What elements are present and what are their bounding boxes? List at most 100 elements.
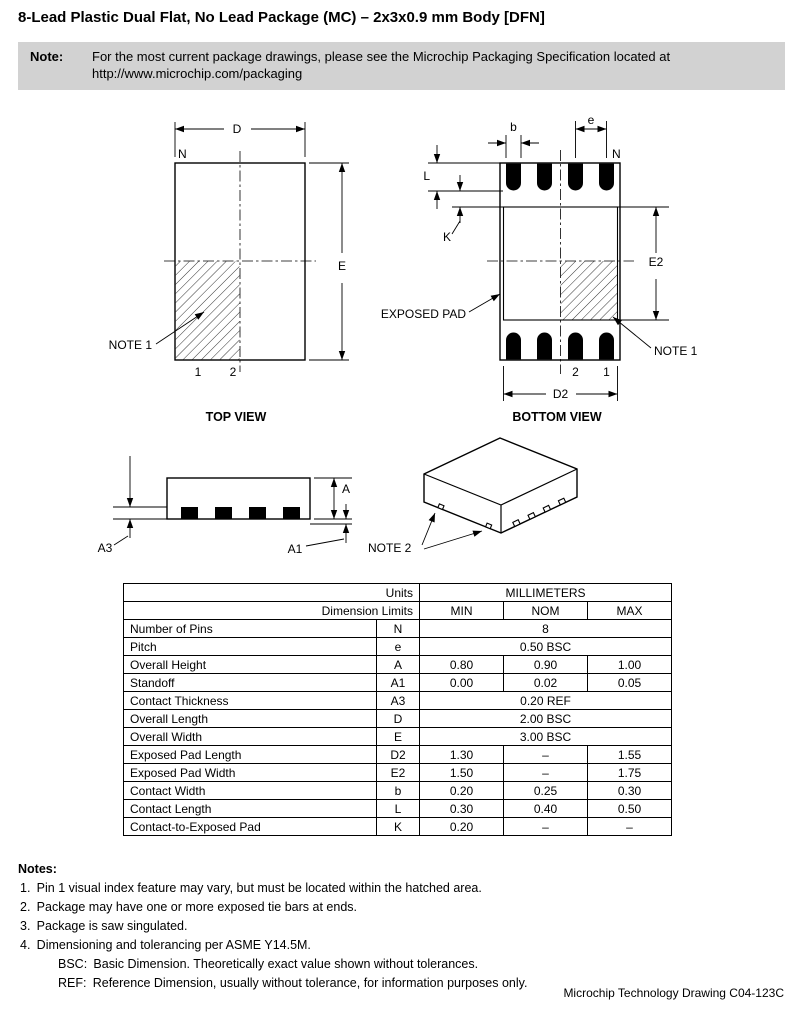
top-view-drawing: D N E NOTE 1 1 2 TOP VIEW <box>109 122 349 424</box>
dim-max-cell: – <box>587 817 672 836</box>
dim-nom-cell: – <box>503 763 588 782</box>
leader-line <box>113 535 129 546</box>
dim-value-cell: 0.50 BSC <box>419 637 672 656</box>
exposed-pad-hatched-area <box>560 261 618 320</box>
note-item: 3. Package is saw singulated. <box>20 919 188 933</box>
contact-pad <box>283 507 300 519</box>
tie-bar-mark <box>484 522 493 530</box>
pin-number-1: 1 <box>195 365 202 379</box>
dim-value-cell: 8 <box>419 619 672 638</box>
table-row: Contact Length L 0.30 0.40 0.50 <box>123 799 672 818</box>
dim-value-cell: 3.00 BSC <box>419 727 672 746</box>
header-row-units: Units MILLIMETERS <box>123 583 672 602</box>
pin-number-2: 2 <box>230 365 237 379</box>
dim-max-cell: 0.30 <box>587 781 672 800</box>
iso-contact <box>542 504 552 513</box>
contact-pad <box>215 507 232 519</box>
iso-body-edges <box>423 468 578 533</box>
table-row: Contact-to-Exposed Pad K 0.20 – – <box>123 817 672 836</box>
dim-nom-cell: – <box>503 745 588 764</box>
dim-name-cell: Contact Width <box>123 781 377 800</box>
dim-nom-cell: 0.02 <box>503 673 588 692</box>
contact-pad <box>537 163 553 191</box>
extension-line <box>617 206 669 321</box>
drawing-number: Microchip Technology Drawing C04-123C <box>563 986 784 1000</box>
extension-line <box>503 366 618 401</box>
dim-min-cell: 0.00 <box>419 673 504 692</box>
dim-symbol-cell: E <box>376 727 420 746</box>
note-label: Note: <box>30 49 64 64</box>
note2-label: NOTE 2 <box>368 541 412 555</box>
dim-symbol-cell: E2 <box>376 763 420 782</box>
note-box: Note: For the most current package drawi… <box>18 42 785 90</box>
table-row: Standoff A1 0.00 0.02 0.05 <box>123 673 672 692</box>
table-row: Overall Height A 0.80 0.90 1.00 <box>123 655 672 674</box>
dim-min-cell: 0.20 <box>419 817 504 836</box>
dim-symbol-cell: N <box>376 619 420 638</box>
note-item: 2. Package may have one or more exposed … <box>20 900 357 914</box>
table-row: Contact Thickness A3 0.20 REF <box>123 691 672 710</box>
dim-min-cell: 0.80 <box>419 655 504 674</box>
iso-contact <box>527 511 537 521</box>
note-item: 4. Dimensioning and tolerancing per ASME… <box>20 938 311 952</box>
dim-label-E2: E2 <box>649 255 664 269</box>
dim-label-A3: A3 <box>98 541 113 555</box>
iso-contact <box>557 497 567 506</box>
min-header-cell: MIN <box>419 601 504 620</box>
iso-contact <box>512 519 521 528</box>
contact-pad <box>181 507 198 519</box>
extension-line <box>428 162 503 192</box>
extension-line <box>505 135 522 158</box>
table-row: Exposed Pad Length D2 1.30 – 1.55 <box>123 745 672 764</box>
dim-label-E: E <box>338 259 346 273</box>
leader-line <box>423 530 483 550</box>
table-row: Exposed Pad Width E2 1.50 – 1.75 <box>123 763 672 782</box>
dim-label-D: D <box>233 122 242 136</box>
dim-name-cell: Overall Height <box>123 655 377 674</box>
contact-pad <box>537 332 553 360</box>
exposed-pad-label: EXPOSED PAD <box>381 307 466 321</box>
pin-number-2: 2 <box>572 365 579 379</box>
dim-label-L: L <box>423 169 430 183</box>
dim-symbol-cell: e <box>376 637 420 656</box>
bottom-view-caption: BOTTOM VIEW <box>512 410 602 424</box>
iso-body-outline <box>423 437 578 534</box>
leader-line <box>305 538 345 547</box>
dim-symbol-cell: K <box>376 817 420 836</box>
extension-line <box>113 506 167 520</box>
units-label-cell: Units <box>123 583 420 602</box>
dim-max-cell: 1.75 <box>587 763 672 782</box>
dim-name-cell: Standoff <box>123 673 377 692</box>
side-view-drawing: A A3 A1 <box>98 456 352 556</box>
dim-name-cell: Overall Width <box>123 727 377 746</box>
dim-value-cell: 2.00 BSC <box>419 709 672 728</box>
contact-pad <box>568 332 583 360</box>
table-row: Pitch e 0.50 BSC <box>123 637 672 656</box>
tie-bar-mark <box>437 503 445 511</box>
dim-max-cell: 0.50 <box>587 799 672 818</box>
dim-label-D2: D2 <box>553 387 569 401</box>
note-sub-item: BSC: Basic Dimension. Theoretically exac… <box>58 957 479 971</box>
dim-name-cell: Contact-to-Exposed Pad <box>123 817 377 836</box>
note-sub-item: REF: Reference Dimension, usually withou… <box>58 976 528 990</box>
note1-label: NOTE 1 <box>654 344 698 358</box>
extension-line <box>174 122 306 157</box>
dimension-table: Units MILLIMETERS Dimension Limits MIN N… <box>123 583 672 836</box>
page-title: 8-Lead Plastic Dual Flat, No Lead Packag… <box>18 9 545 26</box>
pin-count-label: N <box>178 147 187 161</box>
iso-view-drawing: NOTE 2 <box>368 437 578 555</box>
extension-line <box>575 121 607 158</box>
contact-pad <box>599 163 614 191</box>
max-header-cell: MAX <box>587 601 672 620</box>
dim-min-cell: 1.50 <box>419 763 504 782</box>
dim-symbol-cell: A1 <box>376 673 420 692</box>
note1-label: NOTE 1 <box>109 338 153 352</box>
units-value-cell: MILLIMETERS <box>419 583 672 602</box>
dim-label-b: b <box>510 120 517 134</box>
dim-max-cell: 1.55 <box>587 745 672 764</box>
contact-pad <box>599 332 614 360</box>
dim-symbol-cell: b <box>376 781 420 800</box>
table-row: Contact Width b 0.20 0.25 0.30 <box>123 781 672 800</box>
dim-nom-cell: 0.90 <box>503 655 588 674</box>
pin-number-1: 1 <box>603 365 610 379</box>
